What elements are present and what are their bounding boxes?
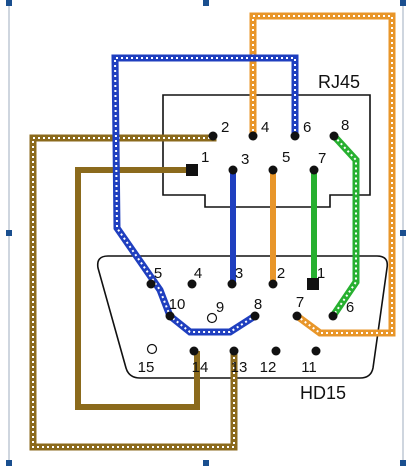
rj45-pin-4	[248, 131, 258, 141]
frame-marker-mid-right	[400, 230, 406, 236]
hd15-pin-label-13: 13	[231, 359, 248, 376]
hd15-pin-14	[189, 346, 199, 356]
hd15-pin-4	[187, 279, 197, 289]
frame-markers	[6, 0, 406, 466]
rj45-body	[162, 94, 371, 208]
frame-marker-top-left	[6, 0, 12, 6]
hd15-pin-label-1: 1	[317, 265, 325, 282]
rj45-pin-3	[228, 165, 238, 175]
rj45-pin-1	[186, 164, 198, 176]
rj45-label: RJ45	[318, 72, 360, 92]
wire-green-white	[330, 133, 360, 318]
wire-orange-white	[249, 12, 396, 337]
rj45-pin-7	[309, 165, 319, 175]
hd15-pin-label-15: 15	[138, 359, 155, 376]
hd15-pin-13	[229, 346, 239, 356]
wire-blue-white-outer	[111, 54, 299, 336]
rj45-pin-8	[329, 131, 339, 141]
rj45-pin-label-2: 2	[221, 119, 229, 136]
hd15-pin-label-10: 10	[169, 296, 186, 313]
rj45-pin-5	[268, 165, 278, 175]
hd15-pin-label-7: 7	[296, 294, 304, 311]
hd15-pin-label-6: 6	[346, 299, 354, 316]
wire-green-white-outer	[330, 133, 360, 318]
hd15-pin-label-8: 8	[254, 296, 262, 313]
rj45-pin-label-7: 7	[318, 150, 326, 167]
hd15-pin-8	[250, 311, 260, 321]
rj45-pin-6	[290, 131, 300, 141]
wire-brown-white	[29, 134, 238, 451]
hd15-pin-7	[292, 311, 302, 321]
frame-marker-bottom-mid	[203, 460, 209, 466]
hd15-pin-5	[146, 279, 156, 289]
hd15-pin-label-12: 12	[260, 359, 277, 376]
frame-marker-bottom-right	[400, 460, 406, 466]
hd15-pin-label-5: 5	[154, 265, 162, 282]
rj45-pin-label-4: 4	[261, 119, 269, 136]
hd15-pin-9	[206, 312, 218, 324]
hd15-pin-11	[311, 346, 321, 356]
pins	[146, 131, 339, 356]
rj45-pin-label-1: 1	[201, 149, 209, 166]
rj45-connector: RJ45	[162, 72, 371, 208]
wire-blue-white	[111, 54, 299, 336]
rj45-pin-label-3: 3	[241, 151, 249, 168]
hd15-pin-10	[165, 311, 175, 321]
hd15-pin-12	[271, 346, 281, 356]
hd15-pin-label-4: 4	[194, 265, 202, 282]
rj45-pin-2	[208, 131, 218, 141]
frame-marker-bottom-left	[6, 460, 12, 466]
hd15-body	[96, 255, 389, 379]
rj45-pin-label-8: 8	[341, 117, 349, 134]
hd15-pin-6	[328, 311, 338, 321]
hd15-pin-3	[227, 279, 237, 289]
frame-marker-top-mid	[203, 0, 209, 6]
rj45-pin-label-6: 6	[303, 119, 311, 136]
hd15-pin-label-3: 3	[235, 265, 243, 282]
hd15-pin-label-11: 11	[301, 359, 317, 376]
hd15-pin-1	[307, 278, 319, 290]
hd15-pin-2	[268, 279, 278, 289]
rj45-pin-label-5: 5	[282, 149, 290, 166]
hd15-label: HD15	[300, 383, 346, 403]
hd15-pin-label-9: 9	[216, 299, 224, 316]
hd15-connector: HD15	[96, 255, 389, 403]
frame-marker-top-right	[400, 0, 406, 6]
wire-brown-white-outer	[29, 134, 238, 451]
hd15-pin-label-2: 2	[277, 265, 285, 282]
wire-green-white-stripe	[332, 135, 357, 317]
hd15-pin-label-14: 14	[192, 359, 209, 376]
frame-marker-mid-left	[6, 230, 12, 236]
wire-orange-white-stripe	[252, 15, 393, 334]
wire-brown-white-stripe	[32, 136, 235, 448]
hd15-pin-15	[146, 343, 158, 355]
